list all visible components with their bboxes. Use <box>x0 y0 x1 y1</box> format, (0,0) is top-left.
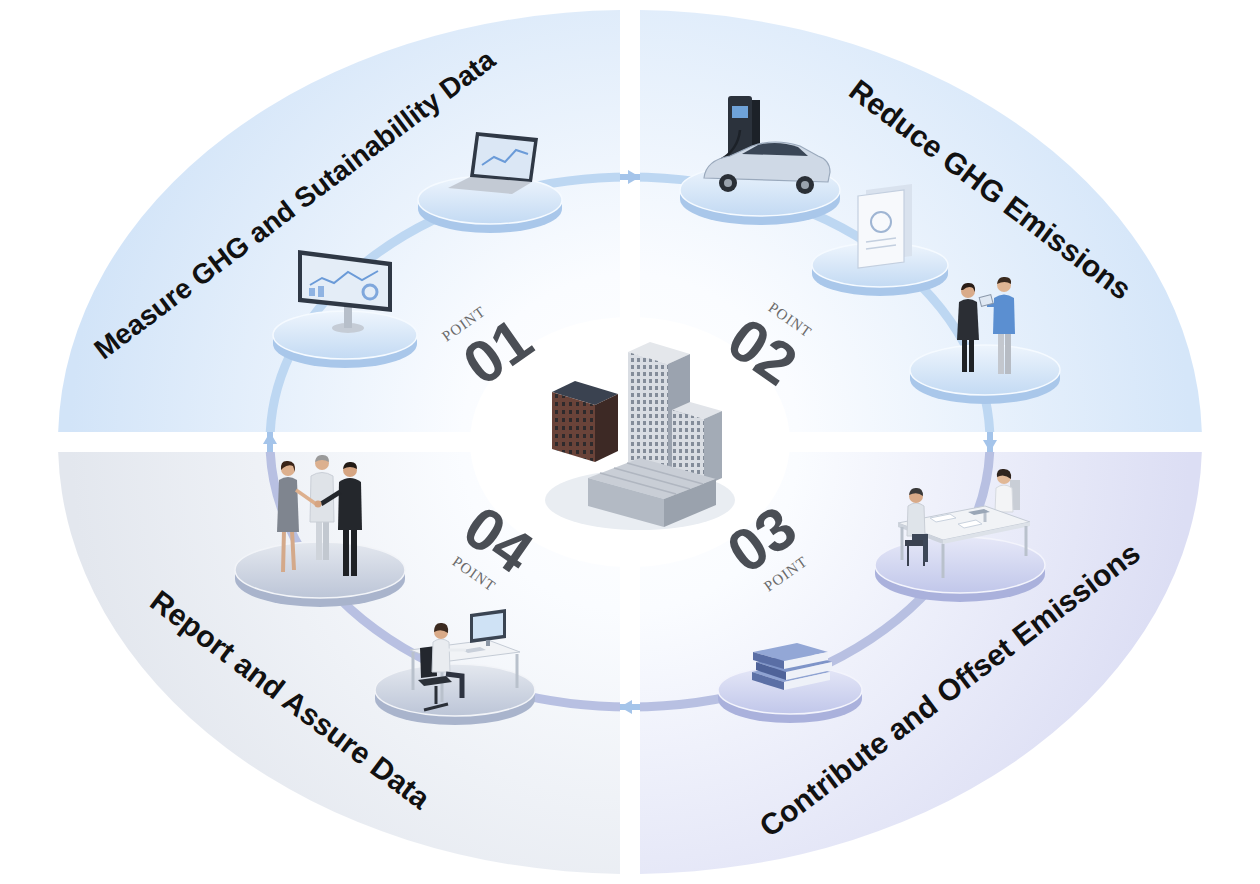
buildings-icon <box>664 479 716 527</box>
step-panel: Contribute and Offset Emissions <box>640 452 1202 874</box>
step-title: Reduce GHG Emissions <box>842 73 1137 307</box>
flow-arrow <box>987 432 993 452</box>
people-platform <box>993 295 1015 335</box>
people-platform <box>957 299 979 340</box>
panel-shape <box>58 452 620 874</box>
step-title: Measure GHG and Sutainabillity Data <box>88 44 501 367</box>
flow-ring <box>270 177 990 707</box>
panel-shape <box>640 452 1202 874</box>
monitor-platform <box>310 271 378 285</box>
certificate-platform <box>866 238 896 249</box>
flow-arrow <box>620 174 640 180</box>
panel-shape <box>58 10 620 432</box>
people-platform <box>969 336 974 372</box>
books-platform <box>784 652 828 669</box>
meeting-platform <box>923 538 928 562</box>
step-title-holder: Report and Assure Data <box>144 584 437 817</box>
desk-platform <box>375 664 535 716</box>
monitor-platform <box>363 285 377 299</box>
monitor-platform <box>318 286 324 297</box>
desk-platform <box>448 649 466 652</box>
handshake-platform <box>351 528 357 576</box>
meeting-platform <box>908 546 924 566</box>
buildings-icon <box>595 394 618 462</box>
panel-shape <box>640 10 1202 432</box>
car-charger-platform <box>719 174 737 192</box>
car-charger-platform <box>724 179 732 187</box>
desk-platform <box>418 676 452 686</box>
certificate-platform <box>858 190 904 268</box>
buildings-icon <box>628 352 668 478</box>
step-panel: Report and Assure Data <box>58 452 620 874</box>
people-platform <box>962 336 967 372</box>
handshake-platform <box>338 478 362 530</box>
car-charger-platform <box>732 106 748 118</box>
flow-ring <box>270 177 990 707</box>
car-charger-platform <box>742 143 808 156</box>
panel-shape <box>58 452 620 874</box>
buildings-icon <box>704 411 722 486</box>
flow-arrow <box>620 704 640 710</box>
certificate-platform <box>871 212 891 232</box>
desk-platform <box>432 639 450 672</box>
buildings-icon <box>545 342 735 530</box>
panel-shape <box>640 452 1202 874</box>
buildings-icon <box>552 392 595 462</box>
desk-platform <box>424 686 448 710</box>
monitor-platform <box>302 255 388 307</box>
monitor-platform <box>309 288 315 296</box>
desk-platform <box>470 609 506 643</box>
meeting-platform <box>958 520 982 528</box>
panel-shape <box>640 10 1202 432</box>
desk-platform <box>446 674 462 698</box>
meeting-platform <box>907 503 925 536</box>
people-platform <box>910 345 1060 395</box>
step-panel: Measure GHG and Sutainabillity Data <box>58 10 620 432</box>
buildings-icon <box>588 478 664 527</box>
step-title: Contribute and Offset Emissions <box>753 536 1147 844</box>
car-charger-platform <box>796 176 814 194</box>
people-platform <box>998 332 1004 374</box>
panel-shape <box>58 10 620 432</box>
step-title-holder: Contribute and Offset Emissions <box>753 536 1147 844</box>
handshake-platform <box>277 477 299 532</box>
handshake-platform <box>315 501 322 508</box>
books-platform <box>753 652 784 669</box>
laptop-platform <box>470 132 538 182</box>
step-title: Report and Assure Data <box>144 584 437 817</box>
step-title-holder: Measure GHG and Sutainabillity Data <box>88 44 501 367</box>
handshake-platform <box>343 528 349 576</box>
flow-arrow <box>267 432 273 452</box>
desk-platform <box>473 613 503 639</box>
laptop-platform <box>474 136 534 179</box>
laptop-platform <box>418 176 562 224</box>
step-title-holder: Reduce GHG Emissions <box>842 73 1137 307</box>
flow-ring <box>270 177 990 707</box>
meeting-platform <box>995 485 1013 512</box>
step-panel: Reduce GHG Emissions <box>640 10 1202 432</box>
people-platform <box>1005 332 1011 374</box>
desk-platform <box>486 640 490 646</box>
handshake-platform <box>316 520 322 560</box>
handshake-platform <box>323 520 329 560</box>
laptop-platform <box>482 150 528 165</box>
car-charger-platform <box>801 181 809 189</box>
meeting-platform <box>968 509 990 515</box>
